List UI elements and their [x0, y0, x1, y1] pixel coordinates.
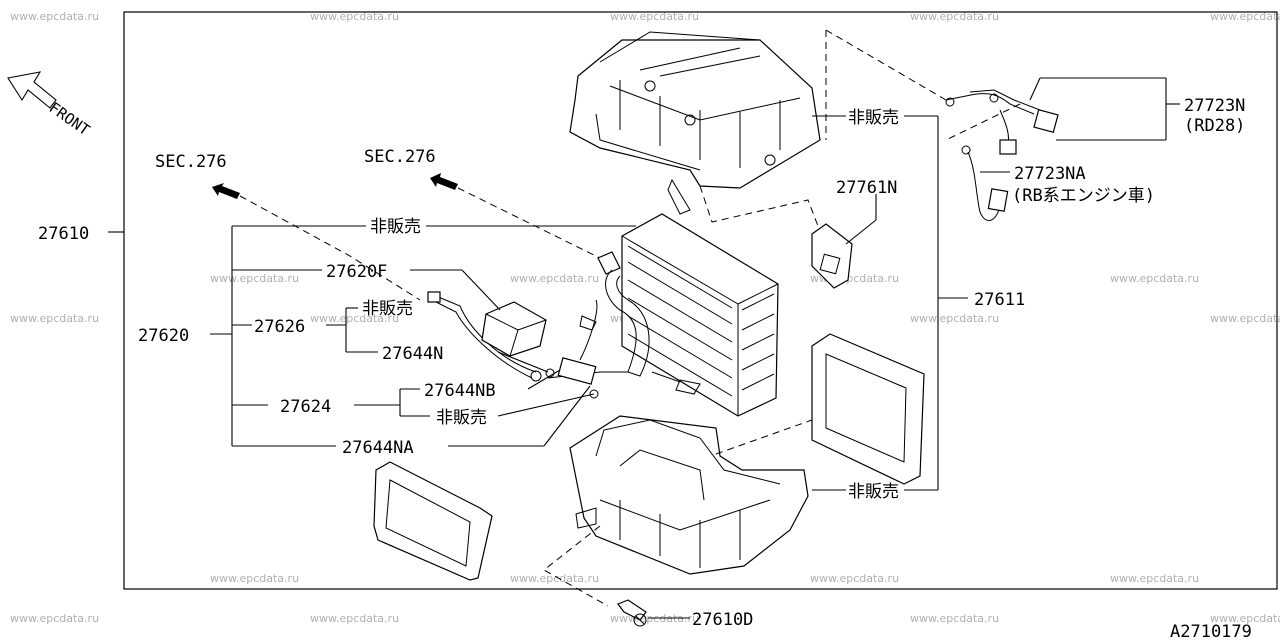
- piping-assembly: [427, 251, 701, 399]
- watermark: www.epcdata.ru: [1210, 312, 1280, 325]
- harness-27723na: [961, 145, 1009, 221]
- watermark: www.epcdata.ru: [1110, 572, 1199, 585]
- watermark: www.epcdata.ru: [10, 312, 99, 325]
- watermark: www.epcdata.ru: [310, 312, 399, 325]
- relay-27761n: [811, 223, 853, 289]
- sec-276-left: SEC.276: [155, 152, 227, 172]
- label-27610d: 27610D: [692, 610, 753, 630]
- upper-case: [569, 31, 821, 215]
- label-rd28: (RD28): [1184, 116, 1245, 136]
- label-rb-engine: (RB系エンジン車): [1012, 186, 1155, 206]
- screw-27610d: [617, 599, 647, 627]
- watermark: www.epcdata.ru: [1110, 272, 1199, 285]
- watermark: www.epcdata.ru: [510, 572, 599, 585]
- label-27723n: 27723N: [1184, 96, 1245, 116]
- watermark: www.epcdata.ru: [310, 612, 399, 625]
- watermark: www.epcdata.ru: [910, 612, 999, 625]
- leader-lines: [108, 77, 1180, 619]
- lower-case: [569, 415, 809, 575]
- label-27620f: 27620F: [326, 262, 387, 282]
- evaporator-core: [621, 213, 779, 417]
- watermark-layer: www.epcdata.ru www.epcdata.ru www.epcdat…: [10, 10, 1280, 625]
- watermark: www.epcdata.ru: [210, 272, 299, 285]
- watermark: www.epcdata.ru: [10, 612, 99, 625]
- label-27761n: 27761N: [836, 178, 897, 198]
- label-27723na: 27723NA: [1014, 164, 1086, 184]
- diagram-frame: [123, 11, 1278, 590]
- watermark: www.epcdata.ru: [510, 272, 599, 285]
- label-not-for-sale-624: 非販売: [436, 408, 487, 428]
- watermark: www.epcdata.ru: [910, 312, 999, 325]
- label-27644nb: 27644NB: [424, 381, 496, 401]
- label-27620: 27620: [138, 326, 189, 346]
- watermark: www.epcdata.ru: [1210, 612, 1280, 625]
- front-label: FRONT: [46, 99, 93, 140]
- watermark: www.epcdata.ru: [610, 10, 699, 23]
- label-27644na: 27644NA: [342, 438, 414, 458]
- diagram-code: A2710179: [1170, 622, 1252, 640]
- watermark: www.epcdata.ru: [10, 10, 99, 23]
- label-27611: 27611: [974, 290, 1025, 310]
- watermark: www.epcdata.ru: [910, 10, 999, 23]
- front-direction-arrow: FRONT: [7, 71, 93, 140]
- label-not-for-sale-bottom: 非販売: [848, 482, 899, 502]
- sec-arrow-left-icon: [212, 183, 240, 199]
- sensor-box: [481, 301, 547, 357]
- label-27626: 27626: [254, 317, 305, 337]
- label-27644n: 27644N: [382, 344, 443, 364]
- gasket-left: [373, 461, 493, 581]
- label-27624: 27624: [280, 397, 331, 417]
- label-not-for-sale-left: 非販売: [370, 217, 421, 237]
- watermark: www.epcdata.ru: [810, 572, 899, 585]
- watermark: www.epcdata.ru: [310, 10, 399, 23]
- watermark: www.epcdata.ru: [1210, 10, 1280, 23]
- harness-27723n: [945, 89, 1059, 155]
- sec-arrow-center-icon: [430, 173, 458, 190]
- gasket-right: [811, 333, 925, 485]
- label-27610: 27610: [38, 224, 89, 244]
- label-not-for-sale-626: 非販売: [362, 299, 413, 319]
- watermark: www.epcdata.ru: [210, 572, 299, 585]
- label-not-for-sale-top: 非販売: [848, 108, 899, 128]
- sec-276-center: SEC.276: [364, 147, 436, 167]
